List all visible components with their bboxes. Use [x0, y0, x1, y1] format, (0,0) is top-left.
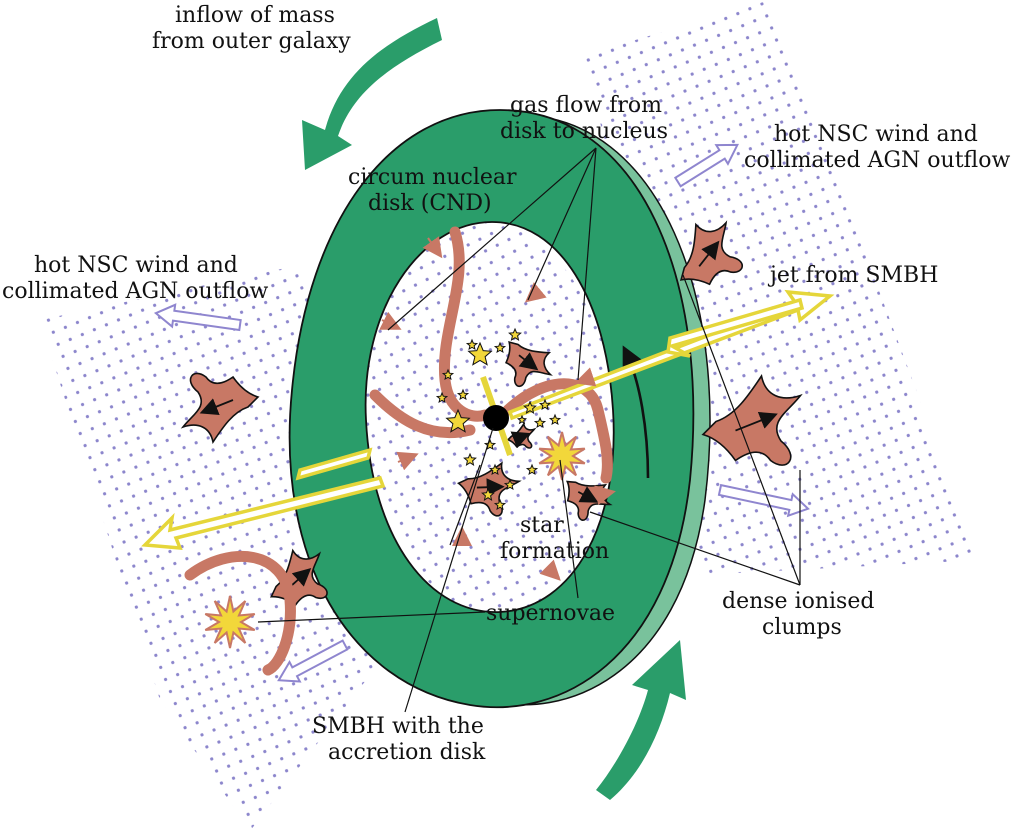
clump-motion-arrow	[199, 398, 234, 416]
stars-layer	[204, 327, 586, 649]
label-jet: jet from SMBH	[767, 263, 938, 288]
inflow-arrow-top	[302, 18, 442, 170]
wind-arrow	[277, 639, 349, 683]
star	[463, 452, 477, 466]
leader-sf	[449, 464, 481, 546]
supernova	[538, 431, 586, 481]
dense-clump	[456, 461, 522, 517]
star	[445, 408, 471, 433]
inflow-small-arrow	[422, 236, 443, 259]
label-gas-flow: gas flow from disk to nucleus	[500, 93, 669, 144]
star	[481, 487, 495, 501]
star	[435, 391, 449, 404]
star	[441, 368, 455, 381]
dense-clump	[506, 421, 537, 449]
star	[493, 498, 507, 511]
dense-clump	[504, 340, 553, 388]
leader-clumps-1	[682, 274, 801, 586]
star	[533, 416, 547, 429]
wind-arrow	[717, 483, 810, 518]
star	[465, 338, 479, 351]
clump-motion-arrow	[510, 431, 531, 449]
clump-motion-arrow	[698, 240, 720, 267]
snr-shell	[184, 550, 296, 676]
label-supernovae: supernovae	[486, 601, 615, 626]
star	[523, 400, 537, 414]
clump-shape	[701, 373, 803, 466]
clump-motion-arrow	[476, 478, 505, 497]
wind-arrow-shape	[153, 303, 242, 332]
cnd-disk	[288, 109, 695, 709]
clump-motion-arrow	[735, 411, 778, 432]
inflow-small-arrow	[574, 367, 597, 387]
leader-gas-3	[577, 147, 597, 381]
inflow-small-arrow	[379, 311, 402, 330]
star	[483, 438, 497, 451]
leader-sn-1	[559, 459, 579, 599]
wind-arrow	[153, 303, 242, 332]
label-wind-right: hot NSC wind and collimated AGN outflow	[744, 122, 1010, 173]
gas-stream-left	[369, 389, 476, 439]
clump-motion-arrow	[288, 567, 312, 589]
gas-stream-right	[502, 378, 613, 484]
clump-motion-arrow	[518, 352, 539, 371]
supernova	[204, 595, 256, 649]
label-wind-left: hot NSC wind and collimated AGN outflow	[2, 253, 268, 304]
star	[525, 463, 539, 476]
clump-motion-arrow	[577, 486, 599, 503]
smbh	[483, 405, 509, 431]
jet-left	[141, 475, 386, 550]
clump-shape	[180, 372, 260, 445]
rotation-arrow	[622, 345, 650, 479]
inflow-small-arrow	[524, 282, 547, 303]
inflow-small-arrow	[539, 559, 561, 581]
inflow-arrow-bottom	[596, 640, 686, 800]
inflow-small-arrow	[594, 485, 616, 505]
dense-clump	[679, 220, 744, 286]
star	[456, 388, 470, 401]
star	[493, 341, 507, 354]
star	[488, 463, 502, 476]
leader-smbh	[404, 427, 494, 713]
leader-gas-2	[527, 147, 597, 301]
leader-clumps-3	[589, 511, 801, 586]
label-cnd: circum nuclear disk (CND)	[348, 165, 524, 216]
gas-stream-upper	[438, 226, 491, 422]
star	[538, 398, 552, 411]
star	[508, 327, 522, 341]
star	[548, 413, 562, 426]
leader-sn-2	[257, 611, 486, 623]
label-star-formation: star formation	[500, 513, 609, 564]
star	[467, 341, 493, 366]
dense-clump	[701, 373, 803, 466]
star	[517, 414, 527, 425]
small-arrows-layer	[379, 236, 616, 581]
label-smbh: SMBH with the accretion disk	[312, 714, 491, 765]
dense-clump	[180, 372, 260, 445]
wind-layer	[153, 143, 810, 683]
wind-arrow-shape	[277, 639, 349, 683]
leader-lines	[257, 147, 801, 713]
leader-gas-1	[387, 147, 597, 331]
star	[503, 478, 517, 491]
wind-arrow	[673, 143, 739, 188]
wind-arrow-shape	[673, 143, 739, 188]
jet-left-inner	[295, 447, 373, 481]
inflow-small-arrow	[396, 451, 419, 471]
label-clumps: dense ionised clumps	[722, 589, 881, 640]
wind-arrow-shape	[717, 483, 810, 518]
jet-small-right	[666, 297, 805, 358]
label-inflow: inflow of mass from outer galaxy	[152, 3, 351, 54]
